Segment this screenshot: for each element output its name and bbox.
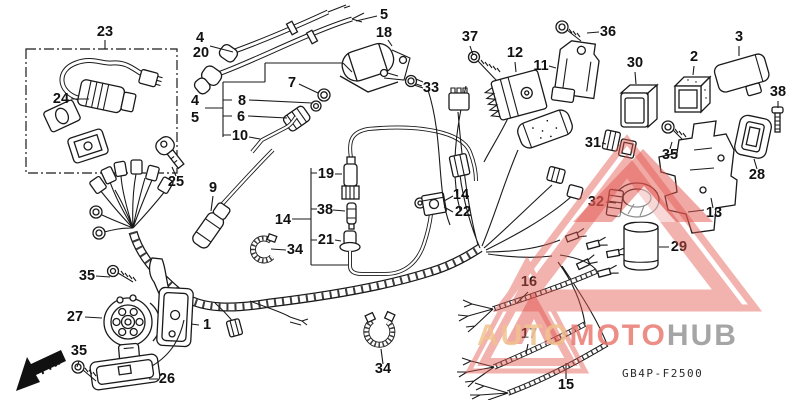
part-callout-12: 12 — [507, 45, 523, 61]
watermark-triangles-outline — [464, 134, 763, 374]
harness-branches — [427, 85, 628, 400]
plug-wire-assembly — [339, 125, 478, 276]
bolt-37 — [467, 50, 501, 82]
part-callout-7: 7 — [288, 75, 296, 91]
switch-bracket-24 — [43, 99, 81, 133]
part-callout-15: 15 — [558, 377, 574, 393]
part-callout-4: 4 — [196, 30, 204, 46]
fr-direction-arrow — [16, 350, 66, 391]
part-callout-16: 16 — [521, 274, 537, 290]
part-callout-4: 4 — [191, 93, 199, 109]
part-callout-26: 26 — [159, 371, 175, 387]
part-callout-3: 3 — [735, 29, 743, 45]
cdi-unit-3 — [713, 53, 770, 97]
part-callout-19: 19 — [318, 166, 334, 182]
part-callout-31: 31 — [585, 135, 601, 151]
screw-38r — [771, 106, 784, 133]
part-callout-13: 13 — [706, 205, 722, 221]
holder-2 — [673, 75, 712, 114]
wire-harness-diagram: GB4P-F2500 FR. 2342051878610453324259193… — [16, 4, 786, 400]
part-callout-25: 25 — [168, 174, 184, 190]
part-callout-9: 9 — [209, 180, 217, 196]
part-callout-23: 23 — [97, 24, 113, 40]
clamp-34a — [250, 232, 278, 264]
watermark-brand-text: AUTOMOTOHUB — [477, 319, 738, 352]
watermark: AUTOMOTOHUB — [464, 134, 763, 374]
bracket-1 — [148, 257, 194, 348]
terminal-nut-14-22 — [421, 191, 447, 217]
sub-harness-17 — [457, 321, 587, 388]
part-code: GB4P-F2500 — [622, 367, 703, 380]
part-callout-37: 37 — [462, 29, 478, 45]
key — [155, 136, 185, 170]
part-callout-10: 10 — [232, 128, 248, 144]
horn — [103, 294, 161, 362]
part-callout-18: 18 — [376, 25, 392, 41]
part-callout-38: 38 — [317, 202, 333, 218]
part-callout-11: 11 — [533, 58, 548, 74]
part-callout-33: 33 — [423, 80, 439, 96]
part-callout-38: 38 — [770, 84, 786, 100]
watermark-segment: MOTO — [569, 319, 666, 352]
part-callout-35: 35 — [71, 343, 87, 359]
ignition-coil — [339, 42, 411, 93]
screw-35b — [71, 360, 97, 382]
bracket-11 — [550, 40, 600, 104]
part-callout-35: 35 — [662, 147, 678, 163]
screw-35c — [661, 120, 687, 143]
part-callout-20: 20 — [193, 45, 209, 61]
part-callout-21: 21 — [318, 232, 334, 248]
spade-terminals — [564, 228, 628, 279]
part-callout-22: 22 — [455, 204, 471, 220]
relay-30 — [619, 83, 659, 129]
part-callout-28: 28 — [749, 167, 765, 183]
harness-connector-fan — [89, 159, 174, 240]
part-callout-1: 1 — [203, 317, 211, 333]
watermark-segment: HUB — [667, 319, 738, 352]
part-callout-24: 24 — [53, 91, 69, 107]
part-callout-29: 29 — [671, 239, 687, 255]
part-callout-27: 27 — [67, 309, 83, 325]
watermark-segment: AUTO — [477, 319, 569, 352]
part-callout-34: 34 — [287, 242, 303, 258]
spark-plug-cap — [192, 148, 275, 249]
part-callout-5: 5 — [191, 110, 199, 126]
ignition-switch — [43, 58, 163, 164]
canister-29 — [623, 221, 659, 271]
part-callout-36: 36 — [600, 24, 616, 40]
connectors-31 — [601, 129, 637, 159]
part-callout-14: 14 — [275, 212, 291, 228]
part-callout-2: 2 — [690, 49, 698, 65]
regulator-rectifier — [483, 69, 548, 121]
screw-35a — [106, 264, 137, 283]
part-callout-5: 5 — [380, 7, 388, 23]
control-cables — [193, 4, 365, 95]
part-callout-6: 6 — [237, 109, 245, 125]
connector-28 — [734, 114, 772, 159]
sub-harness-15 — [470, 341, 609, 400]
bracket-26 — [89, 319, 185, 391]
part-callout-35: 35 — [79, 268, 95, 284]
part-callout-14: 14 — [453, 187, 469, 203]
sub-harness-16 — [457, 268, 599, 333]
part-callout-30: 30 — [627, 55, 643, 71]
screw-36 — [555, 20, 582, 42]
clamp-34b — [363, 310, 396, 348]
leader-lines — [71, 15, 779, 380]
watermark-triangles-solid — [505, 149, 713, 344]
bolt-33 — [404, 74, 424, 88]
coil-fittings — [250, 88, 331, 154]
condenser — [517, 109, 573, 149]
part-callout-34: 34 — [375, 361, 391, 377]
part-callout-8: 8 — [238, 93, 246, 109]
